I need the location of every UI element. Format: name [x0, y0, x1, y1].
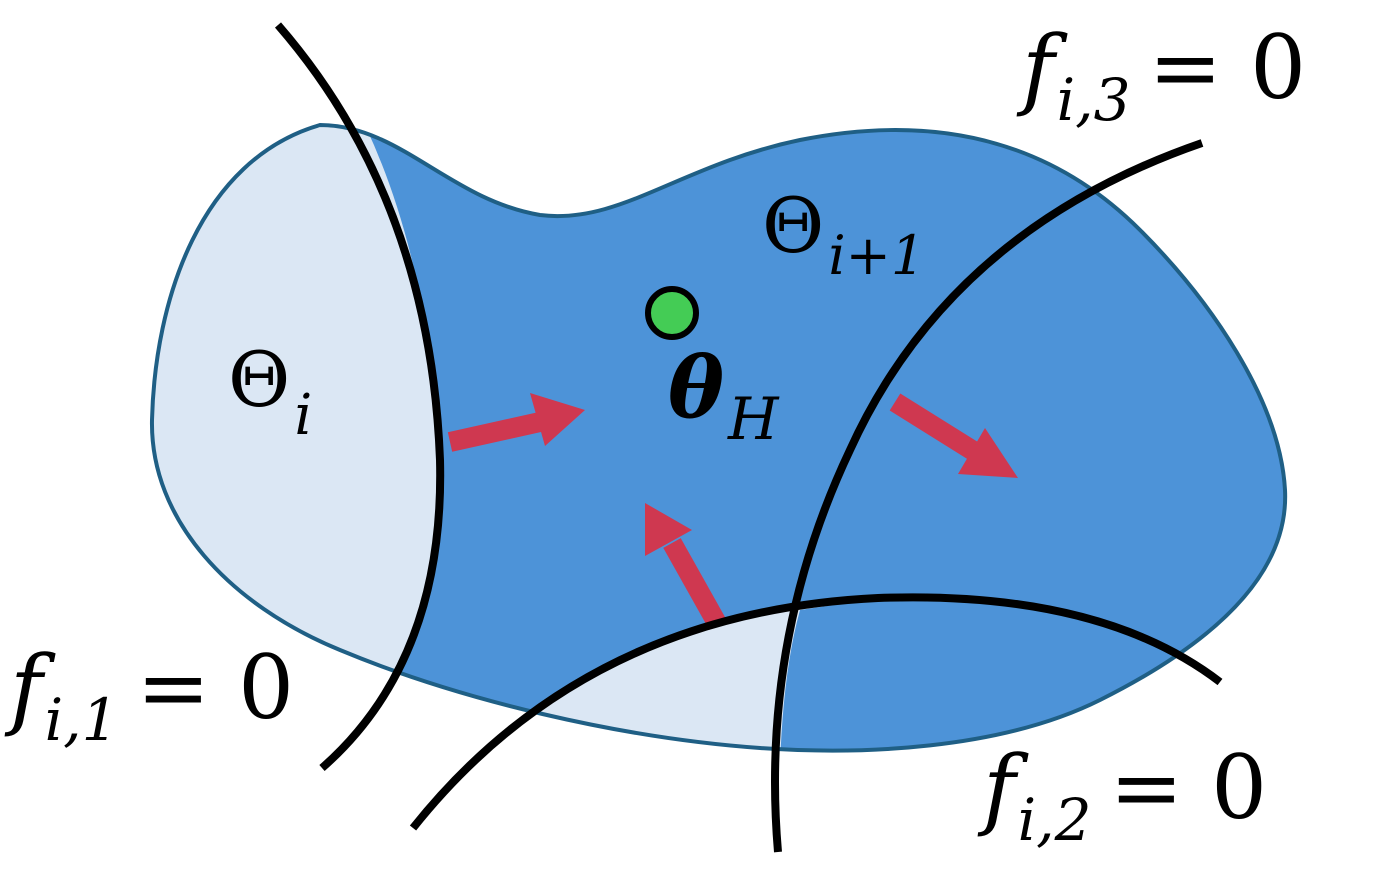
curve-f-i2 — [409, 593, 1223, 831]
red-arrow-icon — [447, 393, 585, 452]
label-f-i1: fi,1= 0 — [4, 636, 294, 754]
label-theta-h: θH — [668, 338, 780, 453]
green-dot-icon — [645, 286, 699, 340]
label-f-i3: fi,3= 0 — [1016, 16, 1306, 134]
curve-f-i3 — [771, 139, 1204, 853]
label-f-i2: fi,2= 0 — [977, 736, 1267, 854]
arrow-group — [447, 393, 1018, 630]
red-arrow-icon — [889, 393, 1018, 478]
region-theta-i-plus-1 — [151, 125, 1286, 751]
label-theta-i: Θi — [228, 335, 312, 448]
constraint-curves — [274, 22, 1223, 853]
curve-f-i1 — [274, 22, 445, 772]
red-arrow-icon — [645, 503, 727, 630]
label-theta-i-plus-1: Θi+1 — [762, 181, 925, 287]
